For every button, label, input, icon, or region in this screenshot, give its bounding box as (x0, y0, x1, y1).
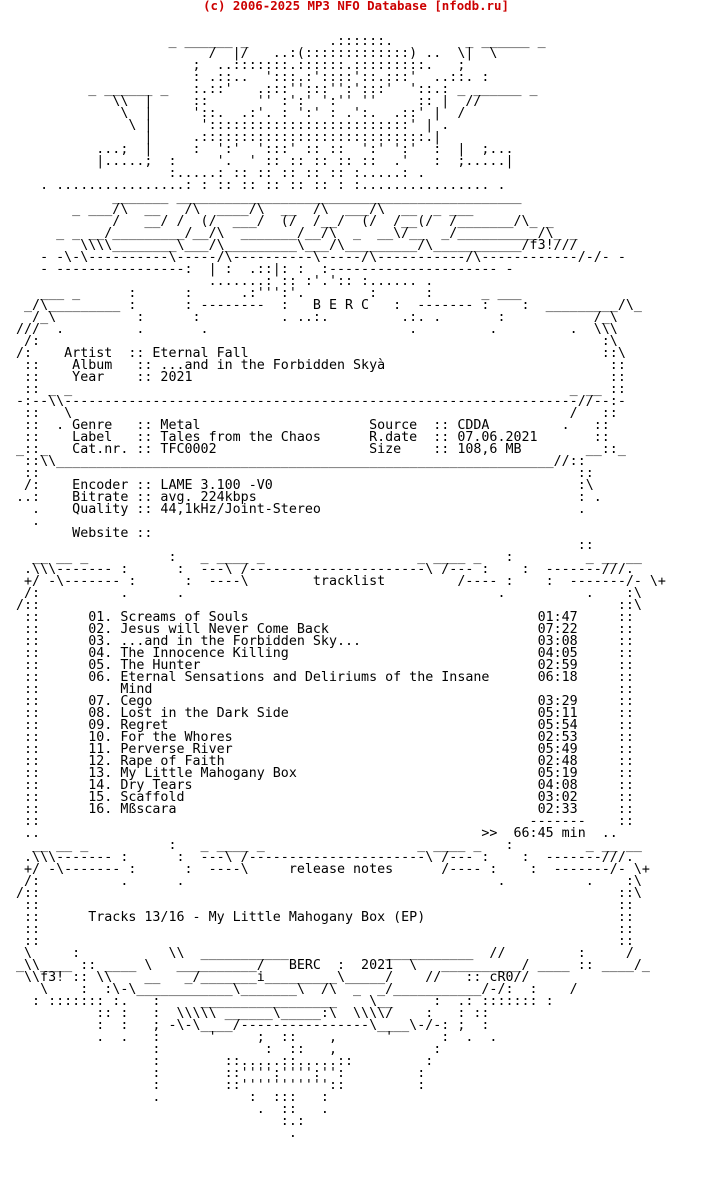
nfo-ascii-document: _ ______ _ .::::::. _ ______ _ / |/ ..:(… (16, 34, 666, 1141)
site-copyright-header: (c) 2006-2025 MP3 NFO Database [nfodb.ru… (203, 0, 509, 13)
